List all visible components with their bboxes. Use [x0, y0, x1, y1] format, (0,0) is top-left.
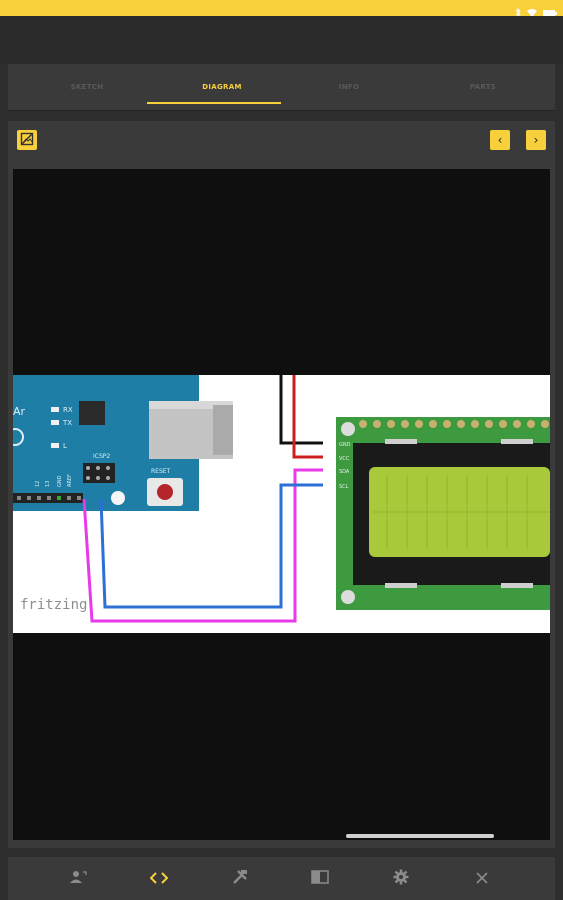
gear-icon — [393, 869, 409, 889]
svg-text:AREF: AREF — [67, 474, 73, 487]
svg-text:GND: GND — [57, 475, 63, 487]
svg-text:Ar: Ar — [13, 405, 26, 418]
svg-text:SDA: SDA — [339, 469, 350, 475]
diagram-viewer[interactable]: RX TX L Ar ICSP2 RESET — [13, 169, 550, 840]
arduino-board: RX TX L Ar ICSP2 RESET — [13, 375, 233, 511]
tab-info[interactable]: INFO — [338, 83, 360, 91]
svg-text:ICSP2: ICSP2 — [93, 453, 110, 460]
code-icon — [149, 870, 169, 888]
svg-text:RESET: RESET — [151, 468, 171, 475]
nav-tools[interactable] — [200, 857, 280, 900]
wires — [82, 375, 323, 623]
chevron-right-icon: › — [533, 133, 539, 147]
fritzing-watermark: fritzing — [20, 597, 88, 613]
tab-bar: SKETCH DIAGRAM INFO PARTS — [8, 64, 555, 110]
previous-button[interactable]: ‹ — [490, 130, 510, 150]
svg-text:GND: GND — [339, 442, 351, 448]
nav-book[interactable] — [280, 857, 360, 900]
status-bar — [0, 0, 563, 18]
active-tab-indicator — [147, 102, 281, 104]
user-switch-icon — [69, 870, 87, 888]
nav-code[interactable] — [119, 857, 199, 900]
svg-text:12: 12 — [35, 481, 41, 487]
svg-text:RX: RX — [63, 406, 73, 414]
svg-text:SCL: SCL — [339, 484, 349, 490]
svg-text:13: 13 — [45, 481, 51, 487]
horizontal-scrollbar[interactable] — [346, 834, 494, 838]
image-off-icon — [20, 132, 34, 149]
svg-text:TX: TX — [62, 419, 72, 427]
book-icon — [311, 869, 329, 888]
svg-text:L: L — [63, 442, 67, 450]
battery-icon — [543, 2, 557, 21]
bluetooth-icon — [515, 2, 521, 21]
nav-settings[interactable] — [361, 857, 441, 900]
tab-sketch[interactable]: SKETCH — [70, 83, 104, 91]
bottom-navigation — [8, 857, 555, 900]
next-button[interactable]: › — [526, 130, 546, 150]
tools-icon — [232, 869, 248, 889]
lcd-module: GND VCC SDA SCL — [336, 417, 550, 610]
image-off-button[interactable] — [17, 130, 37, 150]
fritzing-diagram[interactable]: RX TX L Ar ICSP2 RESET — [13, 375, 550, 838]
tab-parts[interactable]: PARTS — [469, 83, 497, 91]
app-header-space — [0, 16, 563, 64]
nav-close[interactable] — [442, 857, 522, 900]
svg-text:VCC: VCC — [339, 456, 350, 462]
nav-user-switch[interactable] — [38, 857, 118, 900]
chevron-left-icon: ‹ — [497, 133, 503, 147]
tab-diagram[interactable]: DIAGRAM — [202, 83, 242, 91]
wifi-icon — [527, 2, 537, 21]
close-icon — [476, 870, 488, 888]
